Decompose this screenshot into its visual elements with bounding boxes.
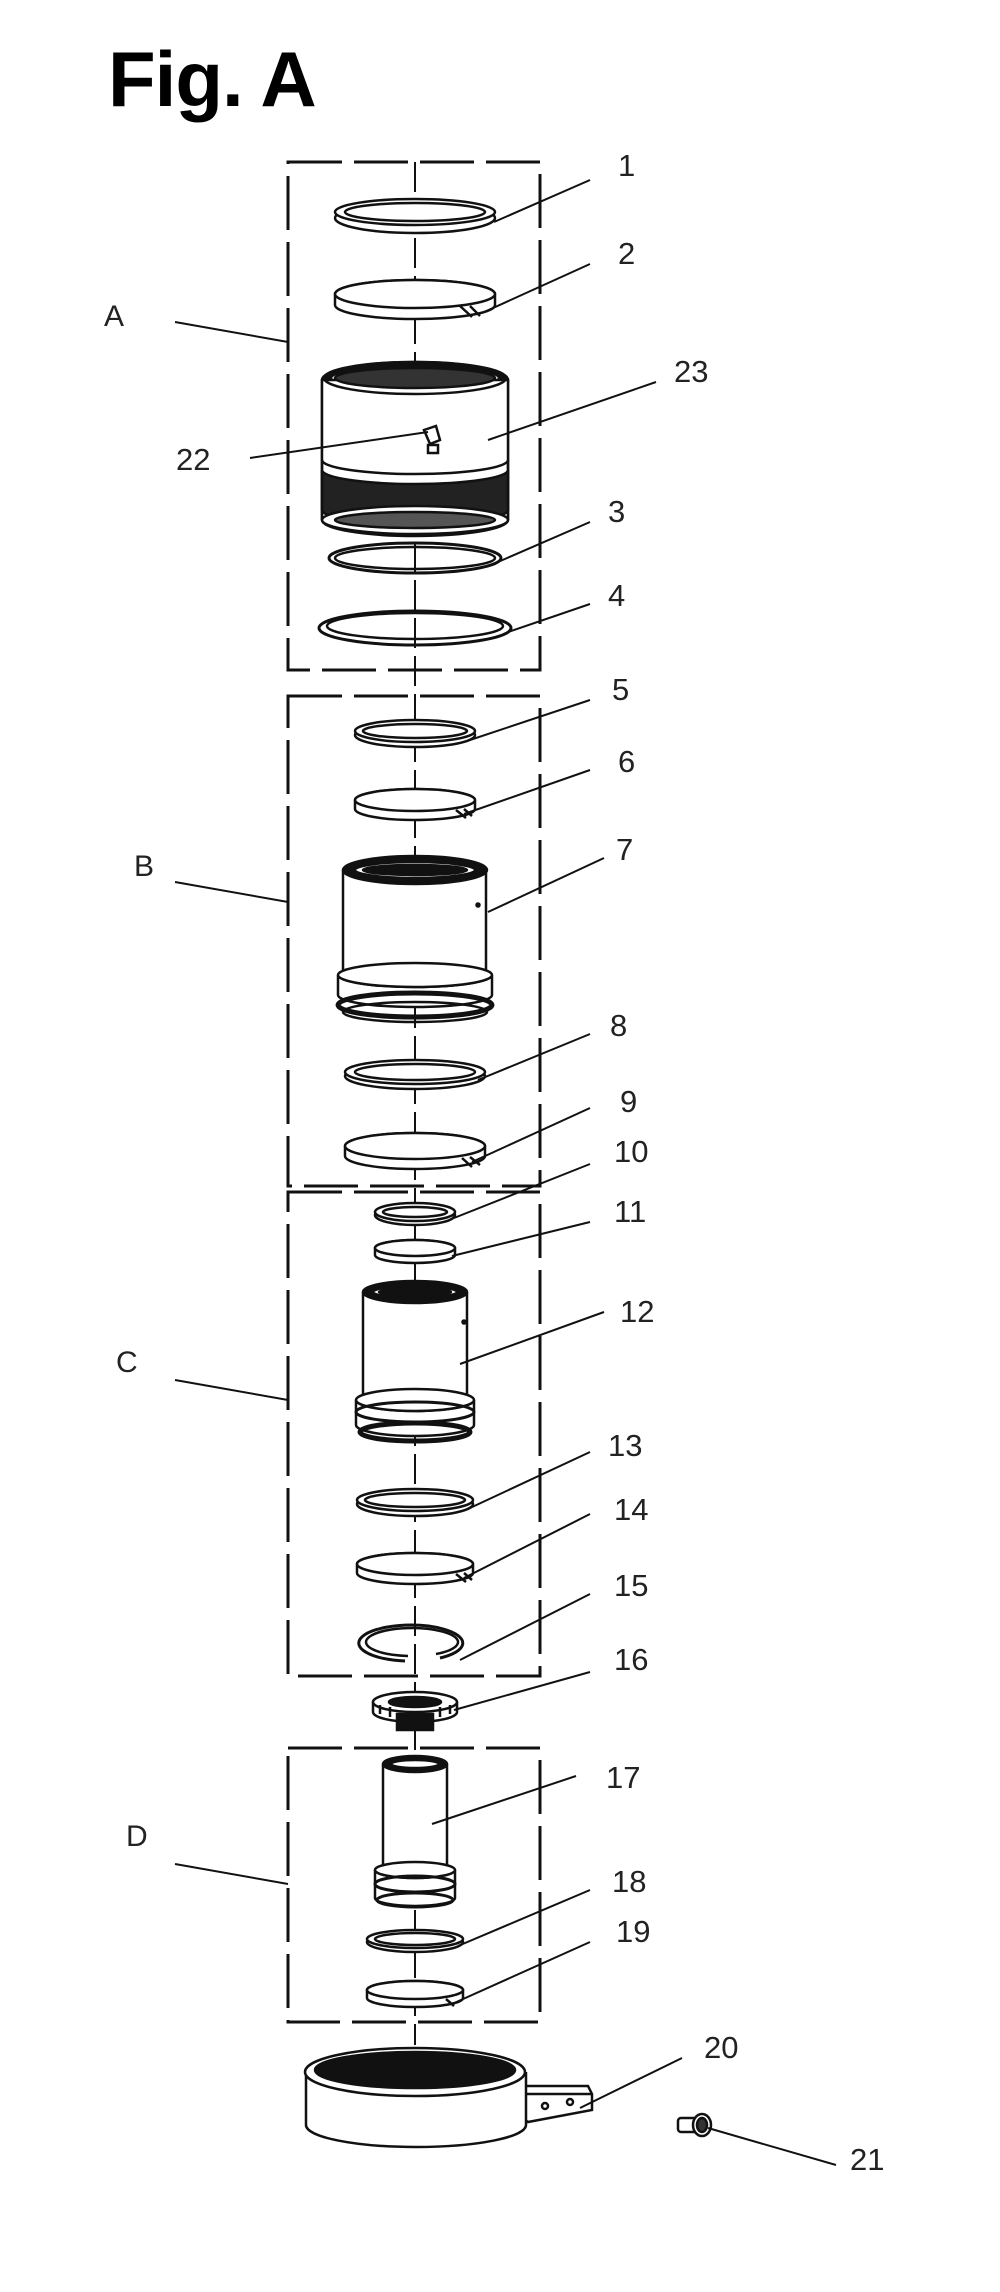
part-6-split-ring	[353, 787, 477, 822]
part-21-bolt	[676, 2112, 713, 2138]
part-label-22: 22	[176, 442, 210, 477]
leader-group-d	[174, 1863, 289, 1885]
part-22-fitting	[422, 424, 442, 455]
group-box-b	[286, 694, 542, 1188]
part-label-12: 12	[620, 1294, 654, 1329]
leader-14	[463, 1513, 591, 1579]
part-23-housing	[320, 360, 510, 538]
leader-lines	[174, 179, 837, 2166]
leader-1	[493, 179, 591, 223]
leader-18	[457, 1889, 591, 1947]
leader-group-a	[174, 321, 289, 343]
part-label-3: 3	[608, 494, 625, 529]
part-label-6: 6	[618, 744, 635, 779]
part-label-19: 19	[616, 1914, 650, 1949]
part-label-11: 11	[614, 1194, 646, 1229]
part-9-split-ring	[343, 1131, 487, 1171]
part-label-21: 21	[850, 2142, 884, 2177]
part-label-9: 9	[620, 1084, 637, 1119]
leader-9	[471, 1107, 591, 1163]
part-label-23: 23	[674, 354, 708, 389]
group-labels: A B C D	[104, 300, 154, 1853]
part-label-7: 7	[616, 832, 633, 867]
leader-4	[507, 603, 591, 633]
leader-22	[249, 431, 429, 459]
part-17-tube	[373, 1754, 457, 1909]
part-15-snap-ring	[357, 1623, 465, 1663]
leader-6	[463, 769, 591, 815]
leader-group-b	[174, 881, 289, 903]
part-7-sleeve	[335, 854, 495, 1024]
part-label-2: 2	[618, 236, 635, 271]
part-label-18: 18	[612, 1864, 646, 1899]
part-8-ring	[343, 1058, 487, 1091]
part-4-flat-ring	[317, 609, 513, 647]
leader-5	[469, 699, 591, 741]
part-10-ring	[373, 1201, 457, 1227]
part-label-17: 17	[606, 1760, 640, 1795]
leader-15	[459, 1593, 591, 1661]
leader-3	[497, 521, 591, 563]
part-label-14: 14	[614, 1492, 648, 1527]
leader-20	[579, 2057, 683, 2109]
group-label-d: D	[126, 1820, 148, 1853]
leader-21	[707, 2127, 837, 2166]
part-18-ring	[365, 1928, 465, 1954]
part-19-split-ring	[365, 1979, 465, 2009]
leader-12	[459, 1311, 605, 1365]
leader-19	[451, 1941, 591, 2005]
part-16-bearing-nut	[371, 1690, 459, 1732]
part-labels: 1 2 3 4 5 6 7 8 9 10 11 12 13 14 15 16 1…	[176, 148, 884, 2177]
leader-10	[453, 1163, 591, 1219]
part-label-5: 5	[612, 672, 629, 707]
part-11-split-ring	[373, 1238, 457, 1265]
group-box-c	[286, 1190, 542, 1678]
group-label-a: A	[104, 300, 124, 333]
group-label-b: B	[134, 850, 154, 883]
part-label-16: 16	[614, 1642, 648, 1677]
part-label-1: 1	[618, 148, 635, 183]
leader-17	[431, 1775, 577, 1825]
part-label-15: 15	[614, 1568, 648, 1603]
part-2-split-ring	[333, 278, 497, 321]
part-1-ring	[333, 197, 497, 235]
leader-group-c	[174, 1379, 289, 1401]
part-label-20: 20	[704, 2030, 738, 2065]
part-3-o-ring	[327, 541, 503, 575]
part-label-4: 4	[608, 578, 625, 613]
leader-13	[469, 1451, 591, 1509]
leader-8	[477, 1033, 591, 1081]
part-20-base-flange	[303, 2046, 594, 2149]
leader-2	[481, 263, 591, 314]
part-label-13: 13	[608, 1428, 642, 1463]
part-12-inner-sleeve	[354, 1279, 476, 1444]
leader-7	[487, 857, 605, 913]
part-14-split-ring	[355, 1551, 475, 1586]
part-13-ring	[355, 1487, 475, 1518]
part-label-10: 10	[614, 1134, 648, 1169]
part-5-ring	[353, 718, 477, 749]
leader-16	[453, 1671, 591, 1711]
leader-23	[487, 381, 657, 441]
figure-title: Fig. A	[108, 35, 317, 123]
group-label-c: C	[116, 1346, 138, 1379]
part-label-8: 8	[610, 1008, 627, 1043]
leader-11	[451, 1221, 591, 1257]
